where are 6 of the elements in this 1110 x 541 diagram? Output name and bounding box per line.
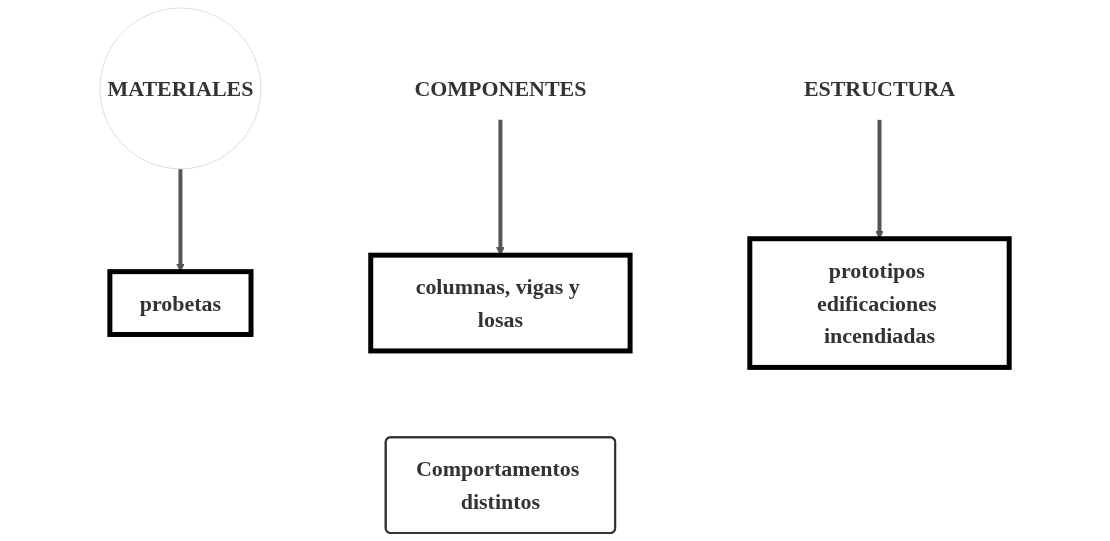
node-circle: MATERIALES [99, 7, 262, 170]
node-box: probetas [107, 269, 254, 337]
node-box: columnas, vigas y losas [368, 252, 633, 354]
node-text: ESTRUCTURA [804, 75, 956, 101]
node-text: COMPONENTES [414, 75, 587, 101]
node-box: prototipos edificaciones incendiadas [747, 236, 1013, 370]
